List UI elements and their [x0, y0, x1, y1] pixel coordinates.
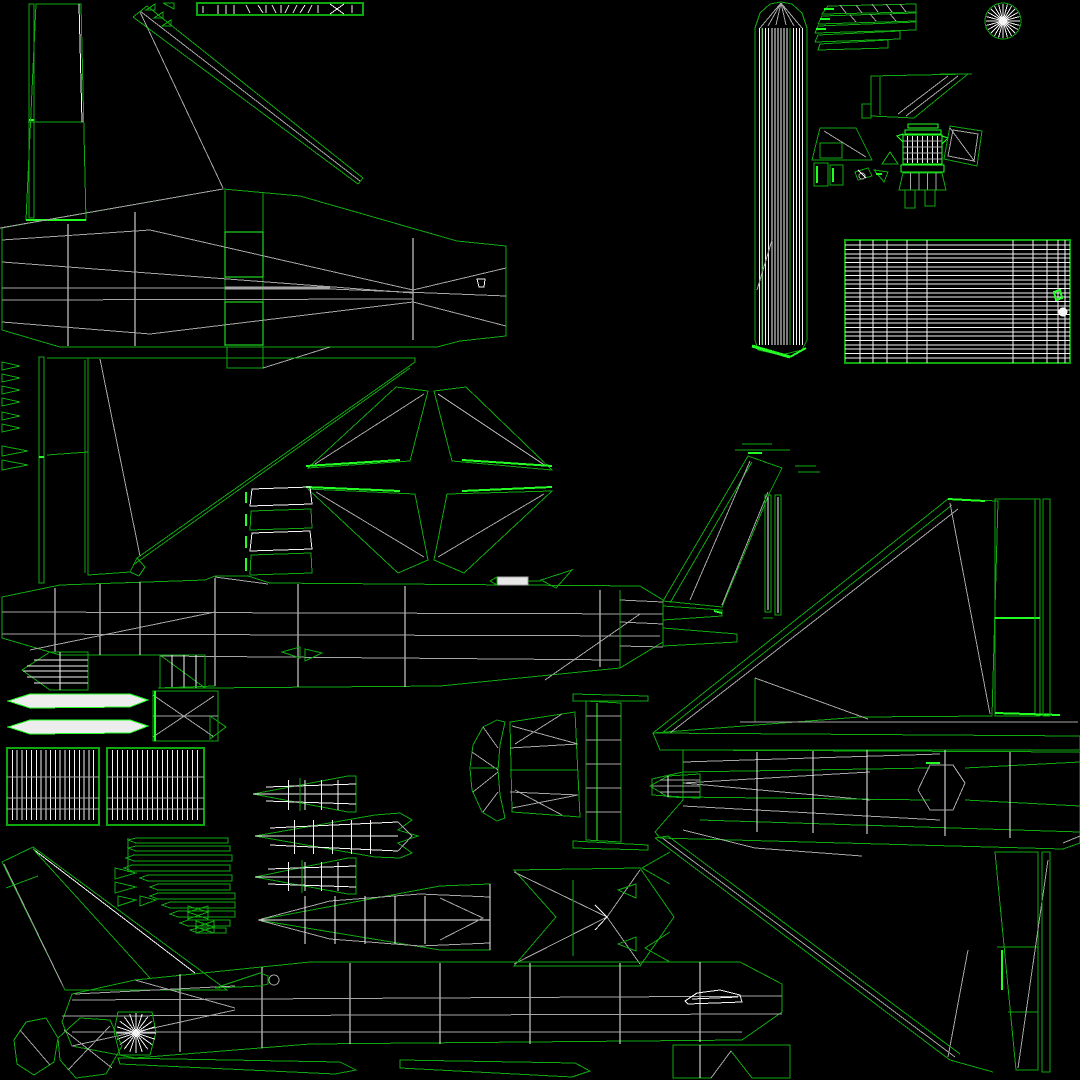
radiator-grid-1 [6, 747, 100, 826]
gear-boxes [813, 162, 844, 187]
gear-strut-column [947, 851, 1051, 1073]
landing-gear-bits [854, 151, 899, 183]
wing-leading-edge-strip [132, 2, 364, 189]
missile-capsules [6, 693, 150, 735]
drop-tank-cone [21, 651, 89, 691]
intake-funnel-left [152, 685, 227, 742]
windshield-arc [469, 719, 506, 822]
nose-cone-2 [254, 812, 420, 859]
canopy-panel [509, 711, 581, 818]
diagonal-brace [654, 835, 994, 1073]
mid-chevrons [640, 851, 671, 963]
fuselage-side [1, 443, 820, 689]
upper-fuselage-top [0, 188, 507, 369]
radiator-grid-2 [106, 747, 205, 826]
top-ruler-strip [196, 2, 364, 16]
nose-cone-long [257, 883, 491, 951]
spinner-disc-top [984, 2, 1022, 40]
tail-fin-side [25, 3, 87, 221]
rear-body-plan [651, 732, 1080, 857]
strake-strip-cluster [114, 837, 236, 934]
wheel-hexagons [13, 1017, 123, 1079]
nose-cone-tip [649, 773, 701, 799]
exhaust-funnel [861, 73, 972, 119]
gear-door-house [811, 127, 873, 161]
bottom-left-fin [1, 846, 229, 991]
arrowhead-chevron [512, 867, 675, 967]
elevon-star [305, 386, 554, 574]
wing-flap-strip [38, 356, 45, 584]
lower-fuselage [61, 961, 783, 1078]
wing-left-panel [46, 357, 416, 577]
ejection-seat [896, 123, 949, 209]
flap-stack [245, 486, 313, 576]
canopy-frame-quad [943, 125, 983, 167]
left-chevron-arrows [1, 361, 29, 471]
fuel-tank-cylinder [751, 1, 808, 359]
intake-ramp-stack [814, 3, 917, 51]
right-wing-delta [651, 494, 1078, 734]
notched-bracket [672, 1044, 791, 1079]
nose-cone-1 [252, 775, 357, 813]
nose-cone-3 [254, 857, 357, 895]
panel-grid-plate [844, 239, 1071, 364]
canopy-rail [572, 693, 649, 851]
